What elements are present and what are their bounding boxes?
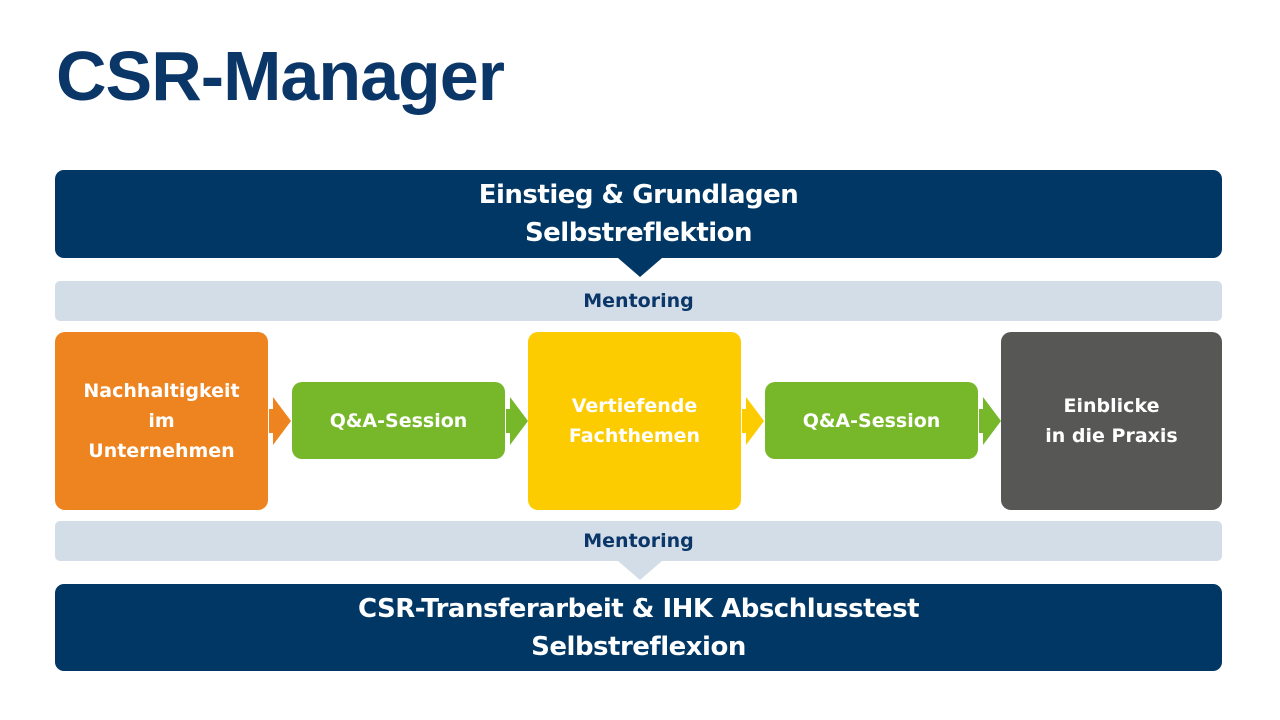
step-text: im (148, 410, 175, 432)
step-text: Einblicke (1063, 395, 1160, 417)
step-specialist-topics: Vertiefende Fachthemen (528, 332, 741, 510)
right-arrow-icon (979, 397, 1001, 445)
step-text: Q&A-Session (329, 409, 468, 432)
step-text: Unternehmen (88, 440, 235, 462)
intro-phase-title: Einstieg & Grundlagen (478, 180, 799, 210)
step-practice-insights: Einblicke in die Praxis (1001, 332, 1222, 510)
down-arrow-icon (618, 561, 662, 580)
intro-phase-subtitle: Selbstreflektion (524, 218, 753, 248)
step-text: Nachhaltigkeit (83, 380, 240, 402)
step-qa-session-2: Q&A-Session (765, 382, 978, 459)
step-text: Fachthemen (568, 425, 701, 447)
right-arrow-icon (506, 397, 528, 445)
mentoring-band-bottom: Mentoring (55, 521, 1222, 561)
page-title: CSR-Manager (56, 37, 505, 115)
final-phase-subtitle: Selbstreflexion (531, 631, 746, 662)
mentoring-band-top: Mentoring (55, 281, 1222, 321)
right-arrow-icon (269, 397, 291, 445)
step-qa-session-1: Q&A-Session (292, 382, 505, 459)
step-sustainability: Nachhaltigkeit im Unternehmen (55, 332, 268, 510)
right-arrow-icon (742, 397, 764, 445)
step-text: Vertiefende (571, 395, 698, 417)
down-arrow-icon (618, 258, 662, 277)
intro-phase-bar: Einstieg & Grundlagen Selbstreflektion (55, 170, 1222, 258)
step-text: Q&A-Session (802, 409, 941, 432)
step-text: in die Praxis (1045, 425, 1178, 447)
final-phase-bar: CSR-Transferarbeit & IHK Abschlusstest S… (55, 584, 1222, 671)
final-phase-title: CSR-Transferarbeit & IHK Abschlusstest (357, 593, 920, 624)
